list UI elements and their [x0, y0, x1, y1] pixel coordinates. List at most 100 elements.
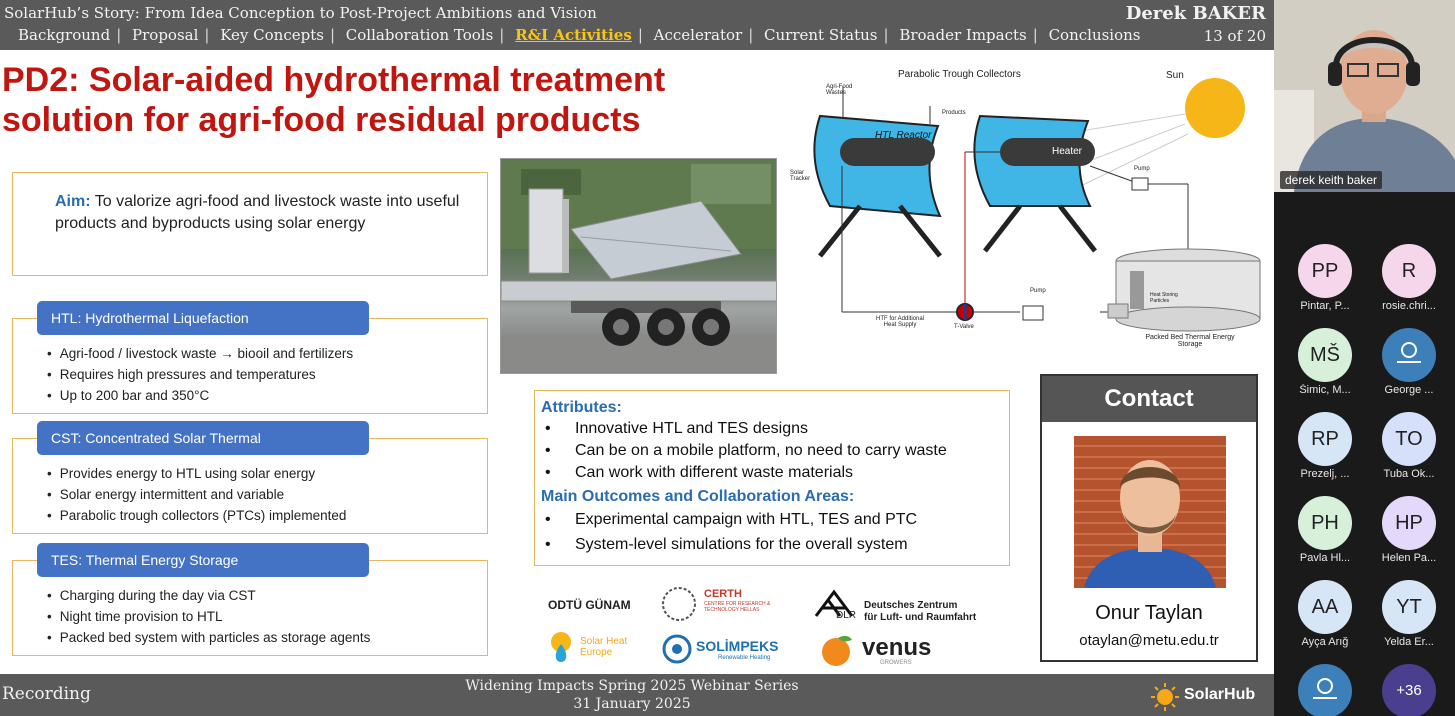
slide-nav: Background| Proposal| Key Concepts| Coll…	[18, 26, 1141, 44]
bullet-item: Provides energy to HTL using solar energ…	[47, 463, 346, 484]
aim-label: Aim:	[55, 193, 91, 210]
shared-slide: SolarHub’s Story: From Idea Conception t…	[0, 0, 1274, 716]
diagram-label-ptc: Parabolic Trough Collectors	[898, 69, 1021, 80]
solarhub-brand-text: SolarHub	[1184, 686, 1256, 703]
nav-broader-impacts[interactable]: Broader Impacts	[899, 26, 1027, 44]
attribute-item: Can work with different waste materials	[545, 462, 1009, 484]
solarhub-sun-icon	[1151, 683, 1179, 711]
attributes-box: Attributes: Innovative HTL and TES desig…	[534, 390, 1010, 566]
nav-conclusions[interactable]: Conclusions	[1048, 26, 1141, 44]
nav-key-concepts[interactable]: Key Concepts	[220, 26, 324, 44]
nav-accelerator[interactable]: Accelerator	[653, 26, 743, 44]
participant-tile-anonymous[interactable]	[1289, 664, 1361, 716]
bullet-item: Packed bed system with particles as stor…	[47, 627, 371, 648]
bullets-htl: Agri-food / livestock waste → biooil and…	[47, 343, 353, 406]
participant-avatar	[1298, 664, 1352, 716]
nav-collaboration-tools[interactable]: Collaboration Tools	[345, 26, 494, 44]
system-diagram: Parabolic Trough Collectors Sun Agri-Foo…	[790, 66, 1270, 366]
participant-avatar: AA	[1298, 580, 1352, 634]
participant-avatar: MŠ	[1298, 328, 1352, 382]
section-header-htl: HTL: Hydrothermal Liquefaction	[37, 301, 369, 335]
nav-proposal[interactable]: Proposal	[132, 26, 199, 44]
speaker-video-feed	[1274, 0, 1455, 192]
partner-logos: ODTÜ GÜNAM CERTH CENTRE FOR RESEARCH & T…	[540, 584, 1010, 670]
speaker-video[interactable]: derek keith baker	[1274, 0, 1455, 192]
diagram-label-products: Products	[942, 110, 966, 116]
logo-solar-heat-europe: Europe	[580, 647, 613, 658]
participant-tile-to[interactable]: TO Tuba Ok...	[1373, 412, 1445, 480]
participant-tile-ph[interactable]: PH Pavla Hl...	[1289, 496, 1361, 564]
participant-name: Ayça Arığ	[1301, 636, 1349, 648]
slide-header-bar: SolarHub’s Story: From Idea Conception t…	[0, 0, 1274, 50]
person-icon	[1313, 678, 1337, 699]
contact-email[interactable]: otaylan@metu.edu.tr	[1079, 632, 1219, 649]
logo-solimpeks: SOLİMPEKS	[696, 638, 779, 654]
participant-name: George ...	[1384, 384, 1434, 396]
recording-indicator: Recording	[2, 684, 91, 704]
diagram-label-htf: HTF for Additional Heat Supply	[875, 316, 925, 328]
participant-tile-pp[interactable]: PP Pintar, P...	[1289, 244, 1361, 312]
diagram-label-pump-1: Pump	[1134, 166, 1150, 172]
participant-tile-r[interactable]: R rosie.chri...	[1373, 244, 1445, 312]
participant-avatar	[1382, 328, 1436, 382]
page-number: 13 of 20	[1203, 27, 1266, 45]
participant-tile-ms[interactable]: MŠ Šimic, M...	[1289, 328, 1361, 396]
bullets-cst: Provides energy to HTL using solar energ…	[47, 463, 347, 526]
contact-header: Contact	[1042, 376, 1256, 422]
logo-certh-sub: CENTRE FOR RESEARCH & TECHNOLOGY HELLAS	[704, 601, 771, 613]
contact-photo	[1074, 436, 1226, 588]
outcomes-list: Experimental campaign with HTL, TES and …	[545, 507, 1009, 557]
presenter-name: Derek BAKER	[1125, 3, 1266, 24]
solarhub-logo: SolarHub	[1148, 682, 1268, 711]
slide-title-line-2: solution for agri-food residual products	[2, 101, 641, 139]
participant-name: Pavla Hl...	[1299, 552, 1351, 564]
section-cst: CST: Concentrated Solar Thermal Provides…	[12, 421, 488, 534]
solar-heat-drop-icon	[551, 632, 571, 662]
person-icon	[1397, 342, 1421, 363]
webinar-date: 31 January 2025	[573, 696, 691, 712]
webinar-series: Widening Impacts Spring 2025 Webinar Ser…	[465, 678, 799, 694]
participant-tile-rp[interactable]: RP Prezelj, ...	[1289, 412, 1361, 480]
more-participants-button[interactable]: +36	[1373, 664, 1445, 716]
bullets-tes: Charging during the day via CST Night ti…	[47, 585, 371, 648]
diagram-label-tvalve: T-Valve	[954, 324, 974, 330]
attributes-list: Innovative HTL and TES designs Can be on…	[545, 418, 1009, 484]
diagram-label-heat-particles: Heat Storing Particles	[1150, 292, 1178, 304]
diagram-label-sun: Sun	[1166, 70, 1184, 81]
diagram-label-agri: Agri-Food Wastes	[826, 84, 853, 96]
nav-current-status[interactable]: Current Status	[764, 26, 878, 44]
bullet-item: Night time provision to HTL	[47, 606, 370, 627]
participant-tile-hp[interactable]: HP Helen Pa...	[1373, 496, 1445, 564]
participant-tile-aa[interactable]: AA Ayça Arığ	[1289, 580, 1361, 648]
participant-tile-george[interactable]: George ...	[1373, 328, 1445, 396]
logo-dlr-name-1: Deutsches Zentrum	[864, 600, 958, 611]
logo-dlr-name-2: für Luft- und Raumfahrt	[864, 612, 977, 623]
bullet-item: Solar energy intermittent and variable	[47, 484, 346, 505]
logo-certh: CERTH	[704, 588, 742, 600]
nav-ri-activities[interactable]: R&I Activities	[515, 26, 632, 44]
bullet-item: Requires high pressures and temperatures	[47, 364, 353, 385]
nav-background[interactable]: Background	[18, 26, 111, 44]
participant-avatar: PH	[1298, 496, 1352, 550]
participant-avatar: R	[1382, 244, 1436, 298]
dlr-emblem-icon	[814, 589, 854, 617]
participant-name: Yelda Er...	[1384, 636, 1434, 648]
section-header-tes: TES: Thermal Energy Storage	[37, 543, 369, 577]
logo-solimpeks-sub: Renewable Heating	[718, 655, 771, 661]
attribute-item: Innovative HTL and TES designs	[545, 418, 1009, 440]
participant-name: Tuba Ok...	[1383, 468, 1435, 480]
logo-venus: venus	[862, 634, 932, 661]
logo-dlr-short: DLR	[836, 610, 857, 621]
participant-name: Pintar, P...	[1300, 300, 1350, 312]
story-title: SolarHub’s Story: From Idea Conception t…	[4, 4, 597, 22]
participant-avatar: RP	[1298, 412, 1352, 466]
participant-name: Šimic, M...	[1299, 384, 1351, 396]
section-tes: TES: Thermal Energy Storage Charging dur…	[12, 543, 488, 656]
diagram-label-heater: Heater	[1052, 146, 1083, 157]
diagram-label-solar-tracker: Solar Tracker	[790, 170, 811, 182]
slide-title-line-1: PD2: Solar-aided hydrothermal treatment	[2, 61, 666, 99]
participant-tile-yt[interactable]: YT Yelda Er...	[1373, 580, 1445, 648]
section-htl: HTL: Hydrothermal Liquefaction Agri-food…	[12, 301, 488, 414]
participant-avatar: YT	[1382, 580, 1436, 634]
